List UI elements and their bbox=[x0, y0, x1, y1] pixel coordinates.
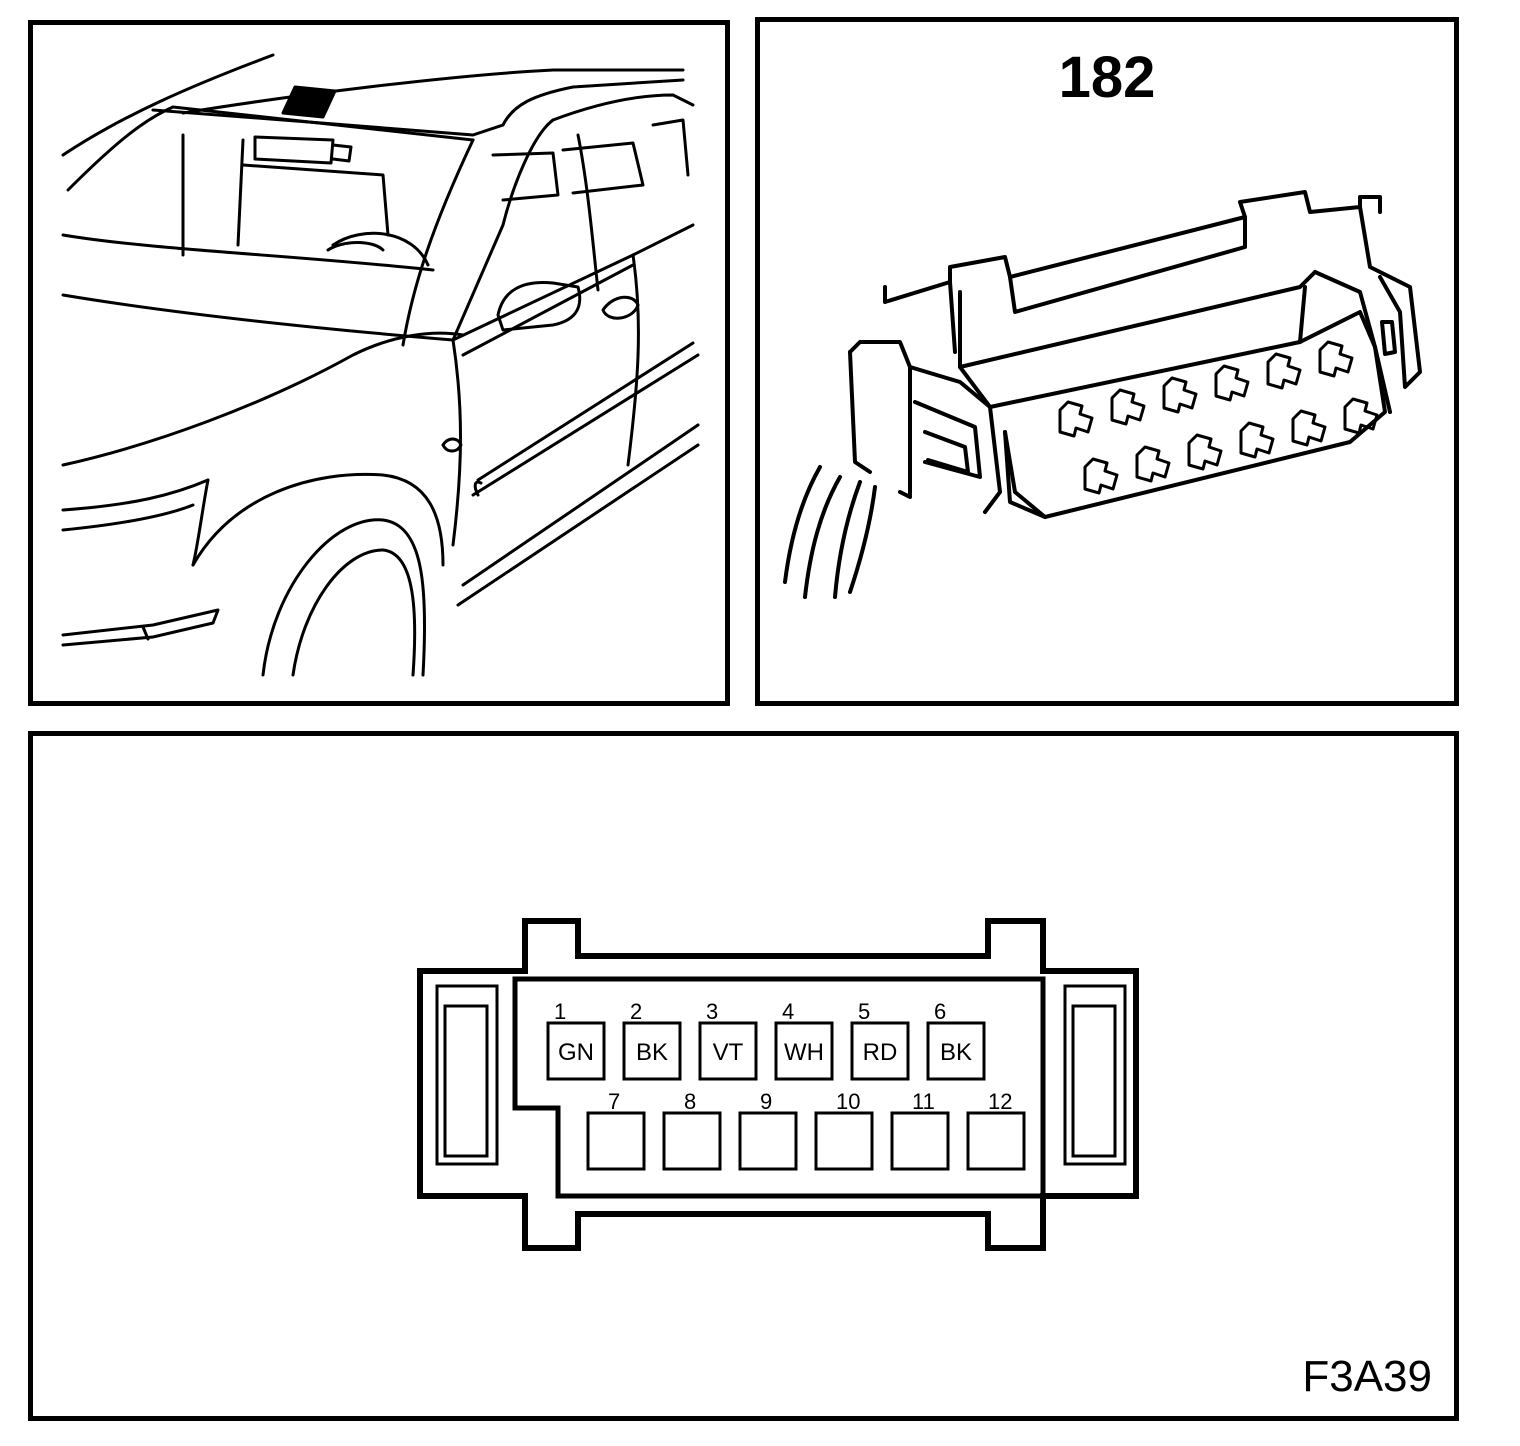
pin-11: 11 bbox=[890, 1089, 950, 1171]
pin-number: 9 bbox=[760, 1089, 772, 1114]
vehicle-location-panel bbox=[28, 20, 730, 706]
pin-number: 5 bbox=[858, 999, 870, 1024]
pin-3: 3VT bbox=[698, 999, 758, 1081]
pin-cavity bbox=[850, 1021, 910, 1081]
connector-cavity bbox=[1239, 421, 1275, 459]
pin-number: 8 bbox=[684, 1089, 696, 1114]
connector-cavity bbox=[1083, 457, 1119, 495]
pin-7: 7 bbox=[586, 1089, 646, 1171]
figure-code: F3A39 bbox=[1302, 1352, 1432, 1401]
pin-number: 12 bbox=[988, 1089, 1012, 1114]
pin-number: 6 bbox=[934, 999, 946, 1024]
pin-wire-color: GN bbox=[558, 1039, 594, 1066]
pin-cavity bbox=[814, 1111, 874, 1171]
pin-number: 11 bbox=[912, 1089, 935, 1114]
pin-number: 2 bbox=[630, 999, 642, 1024]
pin-wire-color: BK bbox=[636, 1039, 668, 1066]
pin-number: 3 bbox=[706, 999, 718, 1024]
pin-wire-color: BK bbox=[940, 1039, 972, 1066]
pin-cavity bbox=[662, 1111, 722, 1171]
connector-cavity bbox=[1135, 445, 1171, 483]
pin-cavity bbox=[926, 1021, 986, 1081]
pin-cavity bbox=[966, 1111, 1026, 1171]
connector-cavity bbox=[1291, 409, 1327, 447]
pin-cavity bbox=[698, 1021, 758, 1081]
connector-cavity bbox=[1343, 397, 1379, 435]
connector-cavity bbox=[1266, 352, 1302, 390]
pin-cavity bbox=[738, 1111, 798, 1171]
connector-view-panel: 182 bbox=[755, 17, 1459, 706]
pin-number: 1 bbox=[554, 999, 566, 1024]
connector-cavity bbox=[1058, 400, 1094, 438]
connector-cavity bbox=[1214, 364, 1250, 402]
pin-9: 9 bbox=[738, 1089, 798, 1171]
pin-6: 6BK bbox=[926, 999, 986, 1081]
pin-number: 4 bbox=[782, 999, 794, 1024]
pin-4: 4WH bbox=[774, 999, 834, 1081]
connector-cavity bbox=[1110, 388, 1146, 426]
pin-10: 10 bbox=[814, 1089, 874, 1171]
pin-2: 2BK bbox=[622, 999, 682, 1081]
pin-number: 10 bbox=[836, 1089, 860, 1114]
connector-illustration bbox=[783, 190, 1422, 599]
pin-wire-color: WH bbox=[784, 1039, 824, 1066]
pin-wire-color: VT bbox=[713, 1039, 744, 1066]
connector-cavity bbox=[1318, 340, 1354, 378]
pin-5: 5RD bbox=[850, 999, 910, 1081]
connector-cavity bbox=[1187, 433, 1223, 471]
pin-cavity bbox=[890, 1111, 950, 1171]
connector-cavity bbox=[1162, 376, 1198, 414]
vehicle-illustration bbox=[61, 53, 700, 677]
connector-number: 182 bbox=[1058, 45, 1156, 110]
pin-12: 12 bbox=[966, 1089, 1026, 1171]
pin-number: 7 bbox=[608, 1089, 620, 1114]
pin-1: 1GN bbox=[546, 999, 606, 1081]
pin-cavity bbox=[622, 1021, 682, 1081]
pin-cavity bbox=[774, 1021, 834, 1081]
pin-wire-color: RD bbox=[863, 1039, 898, 1066]
pin-8: 8 bbox=[662, 1089, 722, 1171]
pin-cavity bbox=[586, 1111, 646, 1171]
pin-cavity bbox=[546, 1021, 606, 1081]
